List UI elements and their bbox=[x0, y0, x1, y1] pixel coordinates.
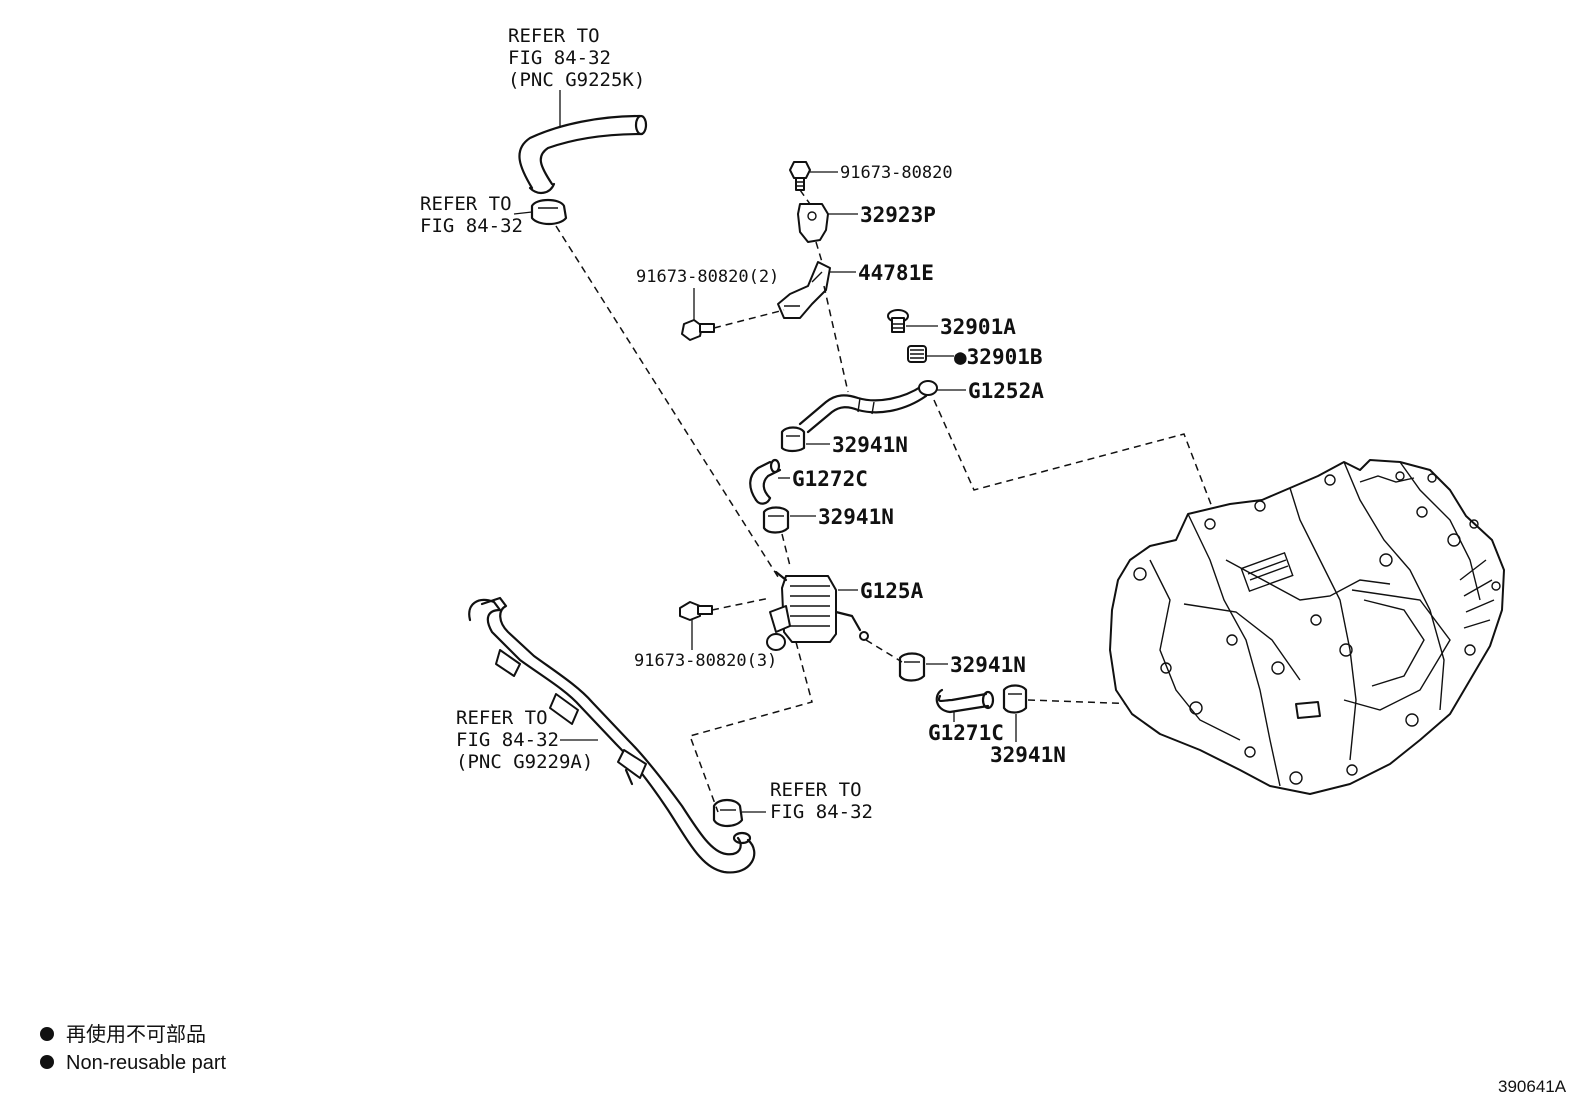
clamp-4 bbox=[1002, 684, 1028, 714]
lower-hose-clamp bbox=[712, 798, 744, 828]
pipe bbox=[798, 380, 938, 434]
leader-dashed-hose-cooler bbox=[555, 225, 781, 581]
non-reusable-mark: ● bbox=[954, 345, 967, 369]
leader-dashed-bracket-link bbox=[815, 241, 823, 263]
callout-refer-bottom-left: REFER TO FIG 84-32 (PNC G9229A) bbox=[456, 707, 598, 773]
refer-bottom-left-line-3: (PNC G9229A) bbox=[456, 751, 593, 773]
callout-refer-bottom-clamp: REFER TO FIG 84-32 bbox=[742, 779, 873, 823]
clamp-3 bbox=[898, 652, 926, 682]
upper-hose bbox=[518, 114, 648, 194]
refer-top-line-3: (PNC G9225K) bbox=[508, 69, 645, 91]
label-gasket: ●32901B bbox=[954, 345, 1043, 369]
refer-top-line-1: REFER TO bbox=[508, 25, 600, 47]
refer-bottom-clamp-line-2: FIG 84-32 bbox=[770, 801, 873, 823]
bolt-top bbox=[789, 161, 811, 191]
label-plug: 32901A bbox=[940, 315, 1016, 339]
label-clamp-1: 32941N bbox=[832, 433, 908, 457]
leader-dashed-cooler-clamp3 bbox=[865, 639, 903, 663]
label-pipe: G1252A bbox=[968, 379, 1044, 403]
hose-outlet bbox=[935, 688, 995, 714]
label-hose-short: G1272C bbox=[792, 467, 868, 491]
clamp-1 bbox=[780, 426, 806, 453]
refer-bottom-clamp-line-1: REFER TO bbox=[770, 779, 862, 801]
bolt-cooler bbox=[679, 601, 713, 621]
refer-clamp-top-line-2: FIG 84-32 bbox=[420, 215, 523, 237]
leader-dashed-bolt-cooler bbox=[711, 597, 771, 611]
label-bolt-top: 91673-80820 bbox=[840, 163, 953, 183]
figure-code: 390641A bbox=[1498, 1077, 1567, 1096]
clamp-2 bbox=[762, 506, 790, 534]
refer-bottom-left-line-2: FIG 84-32 bbox=[456, 729, 559, 751]
bolt-bracket bbox=[681, 319, 715, 341]
upper-hose-clamp bbox=[530, 198, 568, 226]
label-cooler: G125A bbox=[860, 579, 924, 603]
plug bbox=[887, 309, 909, 333]
hose-short bbox=[749, 458, 782, 505]
legend-bullet-jp bbox=[40, 1027, 54, 1041]
leader-dashed-cooler-lower bbox=[689, 641, 813, 813]
leader-dashed-bolt-bracket-2 bbox=[713, 309, 785, 329]
refer-top-line-2: FIG 84-32 bbox=[508, 47, 611, 69]
lower-hose bbox=[468, 596, 756, 874]
transaxle-assembly bbox=[1109, 459, 1505, 795]
leader-dashed-bolt-bracket bbox=[799, 189, 811, 205]
label-bolt-cooler: 91673-80820(3) bbox=[634, 651, 777, 671]
label-clamp-3: 32941N bbox=[950, 653, 1026, 677]
label-hose-outlet: G1271C bbox=[928, 721, 1004, 745]
legend-text-jp: 再使用不可部品 bbox=[66, 1023, 206, 1046]
legend-text-en: Non-reusable part bbox=[66, 1052, 227, 1074]
legend: 再使用不可部品 Non-reusable part bbox=[40, 1023, 227, 1074]
cooler bbox=[766, 570, 869, 651]
label-bracket-upper: 32923P bbox=[860, 203, 936, 227]
bracket-lower bbox=[777, 261, 831, 319]
label-bolt-bracket: 91673-80820(2) bbox=[636, 267, 779, 287]
callout-refer-top: REFER TO FIG 84-32 (PNC G9225K) bbox=[508, 25, 645, 128]
label-bracket-lower: 44781E bbox=[858, 261, 934, 285]
legend-bullet-en bbox=[40, 1055, 54, 1069]
bracket-upper bbox=[797, 203, 829, 243]
leader-dashed-pipe-transaxle bbox=[933, 399, 1241, 581]
label-clamp-4: 32941N bbox=[990, 743, 1066, 767]
callout-refer-clamp-top: REFER TO FIG 84-32 bbox=[420, 193, 533, 237]
label-clamp-2: 32941N bbox=[818, 505, 894, 529]
gasket-number: 32901B bbox=[967, 345, 1043, 369]
refer-clamp-top-line-1: REFER TO bbox=[420, 193, 512, 215]
gasket bbox=[907, 345, 927, 363]
leader-dashed-bracket-pipe bbox=[823, 285, 849, 393]
leader-dashed-clamp-cooler bbox=[781, 533, 791, 567]
refer-bottom-left-line-1: REFER TO bbox=[456, 707, 548, 729]
